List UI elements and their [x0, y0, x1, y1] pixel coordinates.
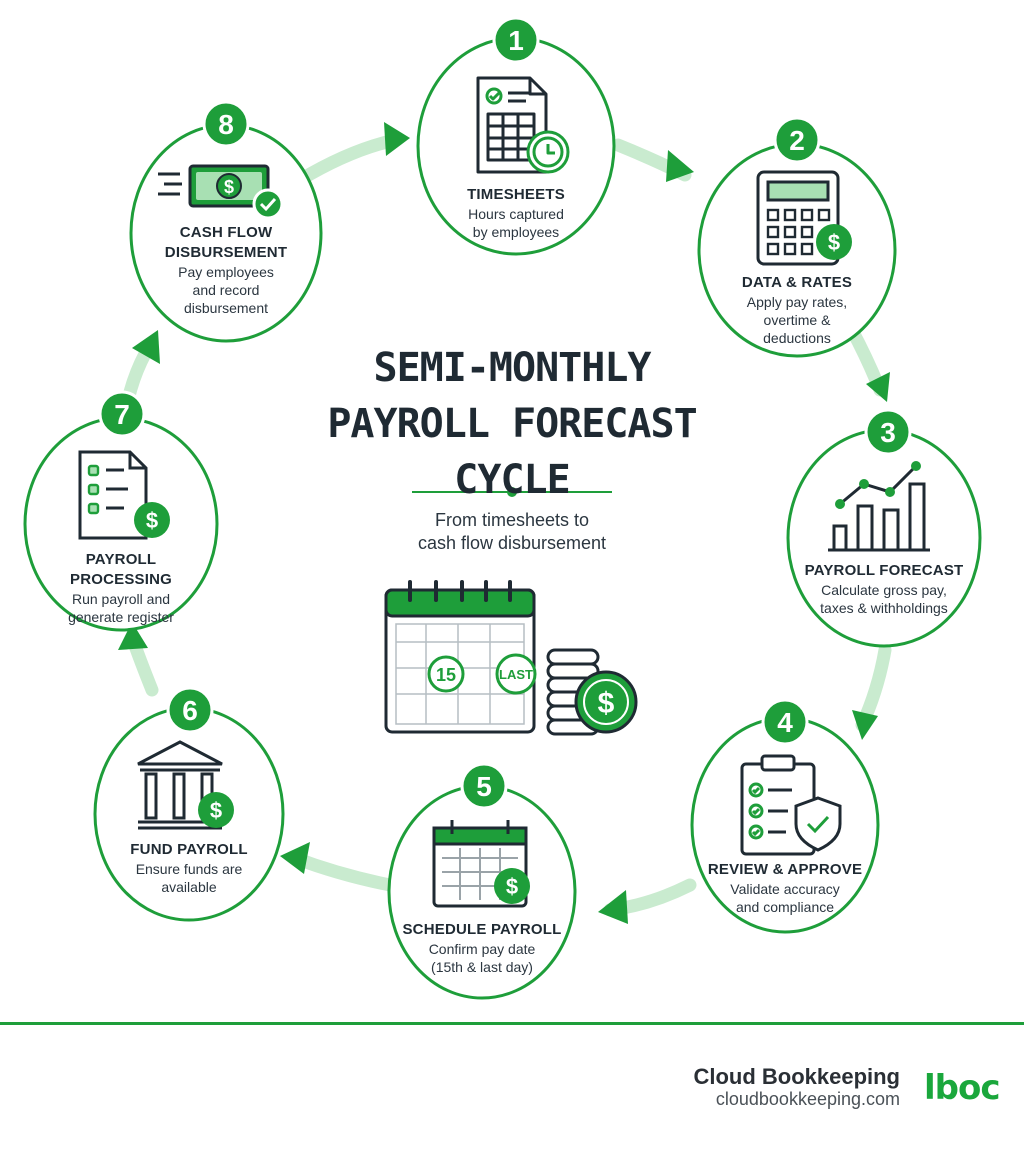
step-1-text: TIMESHEETS Hours captured by employees [436, 185, 596, 241]
step-4-number: 4 [777, 707, 793, 738]
step-1-desc-1: Hours captured [468, 206, 564, 222]
svg-text:$: $ [224, 177, 234, 197]
step-3-desc-2: taxes & withholdings [820, 600, 948, 616]
step-3-number: 3 [880, 417, 896, 448]
step-2-number: 2 [789, 125, 805, 156]
title-line-3: CYCLE [454, 457, 570, 503]
step-8-desc-3: disbursement [183, 300, 269, 316]
step-6-text: FUND PAYROLL Ensure funds are available [109, 840, 269, 896]
bank-icon [137, 740, 234, 830]
step-7-desc-2: generate register [68, 609, 174, 625]
step-7-desc-1: Run payroll and [71, 591, 171, 607]
step-8-title-1: CASH FLOW [179, 224, 273, 241]
step-8-desc-2: and record [192, 282, 260, 298]
subtitle-line-2: cash flow disbursement [417, 533, 607, 553]
step-5-desc-1: Confirm pay date [428, 941, 536, 957]
step-2-desc-3: deductions [763, 330, 831, 346]
step-5-number: 5 [476, 771, 492, 802]
forecast-chart-icon [828, 461, 930, 552]
step-1-title: TIMESHEETS [467, 186, 565, 203]
subtitle-line-1: From timesheets to [434, 510, 590, 530]
title-divider [412, 487, 612, 497]
cycle-arrowheads [118, 122, 890, 924]
step-6-desc-2: available [161, 879, 217, 895]
diagram-title: SEMI-MONTHLY PAYROLL FORECAST CYCLE [312, 340, 712, 508]
step-8-title-2: DISBURSEMENT [164, 244, 288, 261]
diagram-subtitle: From timesheets to cash flow disbursemen… [372, 509, 652, 555]
step-6-title: FUND PAYROLL [130, 841, 248, 858]
step-7-number: 7 [114, 399, 130, 430]
step-4-desc-2: and compliance [735, 899, 835, 915]
step-4-text: REVIEW & APPROVE Validate accuracy and co… [700, 860, 870, 916]
step-3-desc-1: Calculate gross pay, [821, 582, 947, 598]
step-2-title: DATA & RATES [741, 274, 853, 291]
step-8-number: 8 [218, 109, 234, 140]
step-2-text: DATA & RATES Apply pay rates, overtime & d… [717, 273, 877, 347]
calendar-coin-dollar: $ [598, 687, 615, 720]
calendar-day-last: LAST [499, 667, 533, 682]
step-2-desc-2: overtime & [763, 312, 831, 328]
step-8-desc-1: Pay employees [178, 264, 274, 280]
cash-check-icon: $ [158, 164, 284, 220]
title-line-2: PAYROLL FORECAST [327, 401, 697, 447]
step-6-desc-1: Ensure funds are [135, 861, 243, 877]
step-6-number: 6 [182, 695, 198, 726]
step-7-text: PAYROLL PROCESSING Run payroll and genera… [33, 550, 209, 626]
step-8-text: CASH FLOW DISBURSEMENT Pay employees and r… [146, 223, 306, 317]
step-4-title: REVIEW & APPROVE [707, 861, 863, 878]
brand-name: Cloud Bookkeeping [693, 1064, 900, 1089]
step-7-title: PAYROLL PROCESSING [69, 551, 173, 588]
document-checklist-icon [78, 450, 170, 540]
footer-divider [0, 1022, 1024, 1025]
calendar-day-15: 15 [436, 665, 456, 685]
step-5-title: SCHEDULE PAYROLL [402, 921, 562, 938]
step-number-badges: 1 2 3 4 5 6 7 8 [98, 16, 912, 810]
calendar-dollar-icon [432, 820, 530, 908]
title-line-1: SEMI-MONTHLY [373, 345, 652, 391]
step-1-desc-2: by employees [472, 224, 560, 240]
clipboard-shield-icon [740, 754, 842, 856]
brand-logo: lboc [924, 1068, 1001, 1108]
timesheet-clock-icon [476, 76, 570, 174]
step-3-text: PAYROLL FORECAST Calculate gross pay, tax… [797, 561, 971, 617]
calculator-icon [756, 170, 852, 266]
step-5-text: SCHEDULE PAYROLL Confirm pay date (15th &… [396, 920, 568, 976]
step-5-desc-2: (15th & last day) [431, 959, 533, 975]
center-calendar-illustration: 15 LAST $ [384, 580, 638, 736]
step-2-desc-1: Apply pay rates, [746, 294, 848, 310]
step-3-title: PAYROLL FORECAST [804, 562, 964, 579]
brand-url[interactable]: cloudbookkeeping.com [715, 1089, 900, 1109]
step-4-desc-1: Validate accuracy [730, 881, 840, 897]
step-1-number: 1 [508, 25, 524, 56]
